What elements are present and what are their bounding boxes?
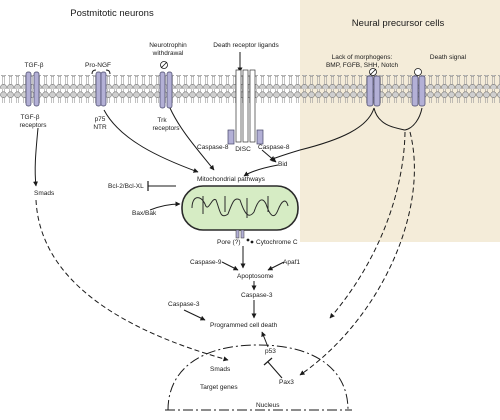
pax3-inhibit-line [267, 361, 283, 379]
neural-precursor-panel [300, 0, 500, 242]
bcl2-bclxl-label: Bcl-2/Bcl-XL [108, 183, 144, 190]
mitochondrion [181, 185, 299, 231]
tgf-beta-receptors-label-1: TGF-β [21, 114, 40, 121]
apoptosome-label: Apoptosome [237, 273, 274, 280]
p75-ntr-receptor [91, 69, 111, 107]
lack-of-morphogens-label-2: BMP, FGFB, SHH, Notch [326, 62, 399, 69]
apaf1-to-apoptosome-arrow [267, 261, 285, 271]
caspase3-left-to-death-arrow [183, 309, 206, 321]
programmed-cell-death-label: Programmed cell death [210, 322, 278, 329]
tgf-beta-label: TGF-β [25, 62, 44, 69]
morphogen-ligand-icon [369, 68, 377, 76]
bid-to-mitochondria-arrow [243, 164, 279, 177]
death-signal-label: Death signal [430, 54, 467, 61]
disc-label: DISC [235, 146, 251, 153]
trk-to-mitochondria-arrow [169, 107, 215, 171]
neurotrophin-withdrawal-label-1: Neurotrophin [149, 42, 187, 49]
lack-of-morphogens-label-1: Lack of morphogens: [332, 54, 393, 61]
bax-bak-label: Bax/Bak [132, 210, 157, 217]
nucleus-envelope [167, 344, 349, 411]
nucleus-label: Nucleus [256, 402, 280, 409]
p53-label: p53 [265, 348, 276, 355]
caspase-3-center-label: Caspase-3 [241, 292, 273, 299]
death-signal-receptor [411, 75, 426, 107]
death-receptor [227, 69, 264, 145]
postmitotic-neurons-header: Postmitotic neurons [70, 8, 154, 19]
p75-ntr-label-2: NTR [93, 124, 107, 131]
target-genes-label: Target genes [200, 384, 238, 391]
pro-ngf-label: Pro-NGF [85, 62, 111, 69]
baxbak-to-mito-arrow [149, 201, 181, 211]
tgf-beta-receptors-label-2: receptors [19, 122, 47, 129]
precursor-brace [373, 107, 423, 131]
morphogen-receptor [366, 75, 381, 107]
caspase9-to-apoptosome-arrow [221, 261, 239, 271]
trk-receptors-label-1: Trk [157, 117, 167, 124]
tgf-receptor-to-smads-arrow [33, 127, 39, 187]
mitochondrial-pore-icon [235, 229, 245, 239]
death-signal-ligand-icon [414, 68, 422, 76]
pax3-label: Pax3 [279, 379, 294, 386]
pore-label: Pore (?) [217, 239, 240, 246]
neurotrophin-ligand-icon [160, 61, 168, 69]
pathway-arrows [33, 107, 423, 379]
caspase8-to-bid-arrow [261, 149, 277, 163]
smads-to-nucleus-dashed-arrow [35, 199, 229, 362]
p53-to-death-arrow [261, 331, 269, 348]
mitochondrial-pathways-label: Mitochondrial pathways [197, 176, 266, 183]
dashed-pathway-arrows [35, 131, 415, 376]
smads-nucleus-label: Smads [210, 366, 231, 373]
trk-receptor [159, 71, 173, 109]
trk-receptors-label-2: receptors [152, 125, 180, 132]
precursor-to-death-dashed-arrow [329, 131, 406, 319]
cytochrome-c-icon [246, 238, 254, 244]
smads-left-label: Smads [34, 190, 55, 197]
caspase-9-label: Caspase-9 [190, 259, 222, 266]
tgf-beta-receptor [25, 71, 40, 107]
apaf1-label: Apaf1 [283, 259, 300, 266]
bid-label: Bid [278, 161, 288, 168]
p75-ntr-label-1: p75 [95, 116, 106, 123]
caspase-8-left-label: Caspase-8 [197, 144, 229, 151]
neural-precursor-header: Neural precursor cells [352, 18, 445, 29]
precursor-to-pax3-dashed-arrow [299, 131, 415, 376]
precursor-to-bid-arrow [269, 107, 375, 161]
pax3-inhibit-bar [263, 357, 273, 366]
death-receptor-ligands-label: Death receptor ligands [213, 42, 279, 49]
caspase-3-left-label: Caspase-3 [168, 301, 200, 308]
cytochrome-c-label: Cytochrome C [256, 239, 298, 246]
neurotrophin-withdrawal-label-2: withdrawal [152, 50, 184, 57]
p75-to-mitochondria-arrow [103, 109, 199, 173]
caspase-8-right-label: Caspase-8 [258, 144, 290, 151]
